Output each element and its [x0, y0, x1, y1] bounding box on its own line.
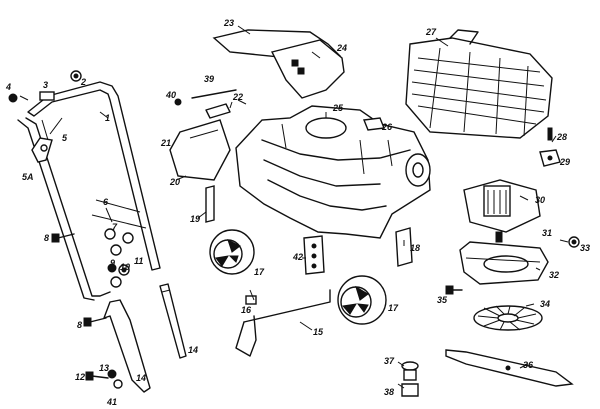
label-part-31: 31	[542, 228, 553, 238]
label-part-5a: 5A	[22, 172, 34, 182]
label-part-37: 37	[384, 356, 395, 366]
label-part-29: 29	[560, 157, 571, 167]
label-part-15: 15	[313, 327, 324, 337]
label-part-16: 16	[241, 305, 252, 315]
label-part-23: 23	[224, 18, 235, 28]
label-part-21: 21	[161, 138, 172, 148]
label-part-26: 26	[382, 122, 393, 132]
label-part-35: 35	[437, 295, 448, 305]
label-part-39: 39	[204, 74, 215, 84]
label-part-32: 32	[549, 270, 560, 280]
label-part-2: 2	[81, 77, 87, 87]
label-part-17-left: 17	[254, 267, 265, 277]
grass-collector	[405, 29, 553, 139]
axle-rod-and-pin	[174, 89, 237, 119]
handle-upper	[17, 81, 161, 301]
label-part-36: 36	[523, 360, 534, 370]
label-part-40: 40	[166, 90, 177, 100]
bolt-33	[568, 236, 580, 248]
label-part-30: 30	[535, 195, 546, 205]
label-part-38: 38	[384, 387, 395, 397]
handle-lever-part-5	[31, 137, 53, 163]
label-part-4: 4	[6, 82, 12, 92]
label-part-19: 19	[190, 214, 201, 224]
label-part-12: 12	[75, 372, 86, 382]
screws	[51, 233, 463, 381]
blade-36	[445, 349, 574, 387]
label-part-3: 3	[43, 80, 49, 90]
wheel-right	[337, 275, 387, 325]
mower-housing	[235, 105, 431, 239]
label-part-8-lower: 8	[77, 320, 83, 330]
label-part-6: 6	[103, 197, 109, 207]
grass-box-cover	[212, 29, 345, 99]
label-part-1: 1	[105, 113, 111, 123]
fan-34	[473, 305, 543, 331]
bracket-plate-26	[363, 117, 385, 131]
wheel-height-plates	[303, 227, 413, 275]
label-part-17-right: 17	[388, 303, 399, 313]
wheel-left	[209, 229, 255, 275]
motor-cover-32	[459, 241, 549, 285]
handle-lower-bars	[103, 283, 187, 393]
label-part-9: 9	[110, 258, 116, 268]
label-part-24: 24	[337, 43, 348, 53]
label-part-41: 41	[107, 397, 118, 407]
rear-axle	[235, 289, 331, 357]
leader-lines	[19, 25, 569, 389]
blade-bolt-37-38	[401, 361, 419, 397]
label-part-14-lower: 14	[136, 373, 147, 383]
label-part-18: 18	[410, 243, 421, 253]
label-part-33: 33	[580, 243, 591, 253]
label-part-11: 11	[134, 256, 144, 266]
label-part-25: 25	[333, 103, 344, 113]
label-part-34: 34	[540, 299, 551, 309]
label-part-22: 22	[233, 92, 244, 102]
label-part-5: 5	[62, 133, 68, 143]
label-part-20: 20	[170, 177, 181, 187]
label-part-14-right: 14	[188, 345, 199, 355]
label-part-28: 28	[557, 132, 568, 142]
handle-top-fittings	[8, 70, 82, 103]
switch-box-29	[539, 127, 561, 167]
label-part-7: 7	[112, 222, 118, 232]
label-part-10: 10	[120, 262, 131, 272]
label-part-13: 13	[99, 363, 110, 373]
label-part-27: 27	[426, 27, 437, 37]
label-part-8-upper: 8	[44, 233, 50, 243]
motor	[463, 179, 541, 243]
handle-knobs-and-washers	[104, 228, 134, 389]
label-part-42: 42	[293, 252, 304, 262]
rear-flap	[169, 119, 231, 223]
